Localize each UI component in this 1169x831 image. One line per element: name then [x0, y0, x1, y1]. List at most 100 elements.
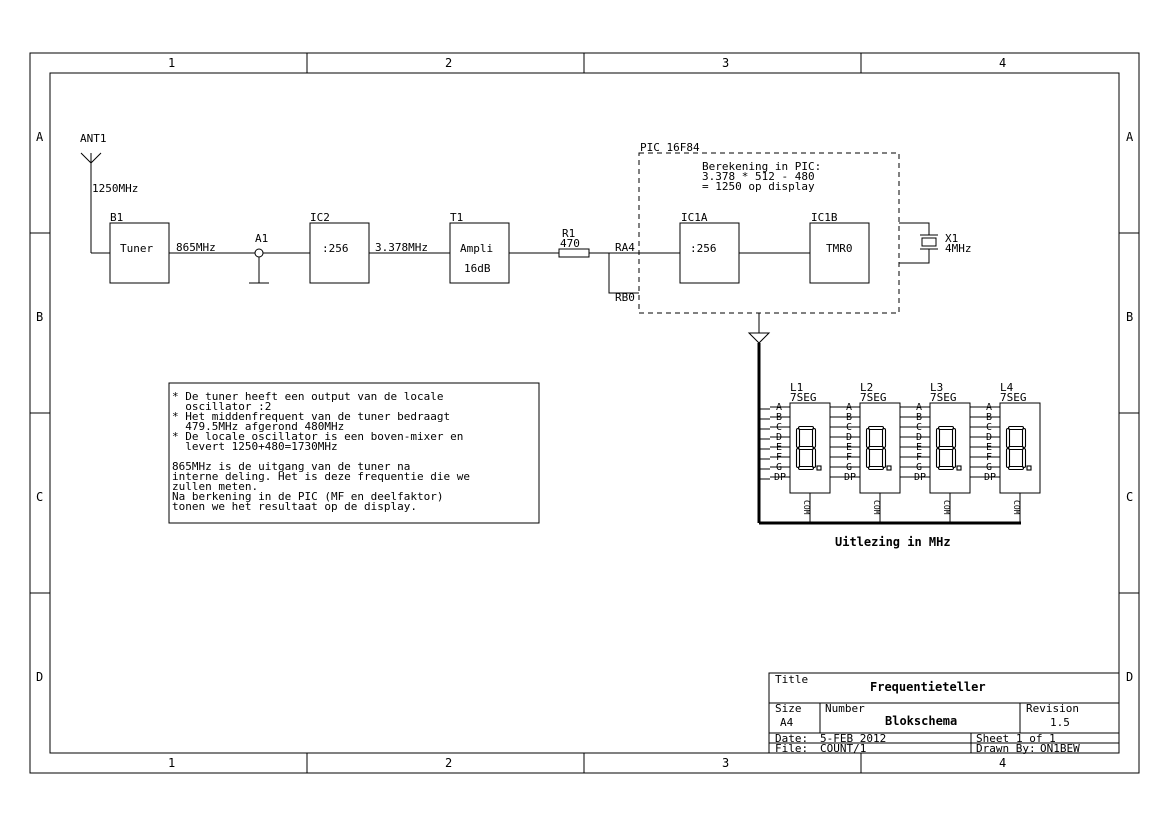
revision-value: 1.5 [1050, 716, 1070, 729]
display-body [789, 402, 831, 494]
col-label-bottom-1: 1 [168, 756, 175, 770]
tuner-ref: B1 [110, 211, 123, 224]
size-label: Size [775, 702, 802, 715]
pic-title: PIC 16F84 [640, 141, 700, 154]
title-label: Title [775, 673, 808, 686]
segment-pin-label: DP [774, 472, 786, 483]
decimal-point [816, 465, 822, 471]
segment-pin-label: A [776, 402, 782, 413]
decimal-point [1026, 465, 1032, 471]
segment-pin-label: DP [984, 472, 996, 483]
segment-pin-label: F [916, 452, 922, 463]
segment-pin-label: E [986, 442, 992, 453]
digit-glyph [1005, 425, 1032, 471]
antenna-ref: ANT1 [80, 132, 107, 145]
divider-ref: IC2 [310, 211, 330, 224]
com-pin-label: COM [942, 500, 951, 515]
decimal-point [886, 465, 892, 471]
crystal-symbol [899, 222, 938, 264]
col-label-bottom-2: 2 [445, 756, 452, 770]
row-label-right-c: C [1126, 490, 1133, 504]
antenna-symbol [80, 152, 110, 254]
row-label-left-c: C [36, 490, 43, 504]
display-ref: L4 [1000, 381, 1014, 394]
timer-label: TMR0 [826, 242, 853, 255]
row-label-right-b: B [1126, 310, 1133, 324]
segment-pin-label: G [986, 462, 992, 473]
segment-pin-label: C [846, 422, 852, 433]
segment-pin-label: E [776, 442, 782, 453]
timer-block [809, 222, 870, 284]
display-ref: L1 [790, 381, 803, 394]
segment-pin-label: C [776, 422, 782, 433]
data-bus [747, 313, 1021, 525]
display-ref: L3 [930, 381, 943, 394]
display-type: 7SEG [930, 391, 957, 404]
note-line: oscillator :2 [172, 400, 271, 413]
note-line: Na berkening in de PIC (MF en deelfaktor… [172, 490, 444, 503]
title-value: Frequentieteller [870, 680, 986, 694]
segment-pin-label: G [916, 462, 922, 473]
resistor-value: 470 [560, 237, 580, 250]
digit-segment [867, 445, 885, 451]
prescaler-ref: IC1A [681, 211, 708, 224]
segment-pin-label: C [986, 422, 992, 433]
revision-label: Revision [1026, 702, 1079, 715]
segment-pin-label: B [846, 412, 852, 423]
timer-ref: IC1B [811, 211, 838, 224]
display-type: 7SEG [1000, 391, 1027, 404]
resistor-ref: R1 [562, 227, 575, 240]
segment-pin-label: D [776, 432, 782, 443]
note-line: * De tuner heeft een output van de local… [172, 390, 444, 403]
file-value: COUNT/1 [820, 742, 866, 755]
zone-dividers [30, 53, 1139, 773]
decimal-point [956, 465, 962, 471]
segment-pin-label: F [776, 452, 782, 463]
number-label: Number [825, 702, 865, 715]
crystal-ref: X1 [945, 232, 958, 245]
prescaler-label: :256 [690, 242, 717, 255]
note-line: tonen we het resultaat op de display. [172, 500, 417, 513]
date-label: Date: [775, 732, 808, 745]
segment-pin-label: F [986, 452, 992, 463]
resistor-symbol [558, 248, 590, 258]
probe-ref: A1 [255, 232, 268, 245]
crystal-freq: 4MHz [945, 242, 972, 255]
tuner-label: Tuner [120, 242, 153, 255]
segment-pin-label: D [986, 432, 992, 443]
note-line: 865MHz is de uitgang van de tuner na [172, 460, 410, 473]
note-line: * De locale oscillator is een boven-mixe… [172, 430, 463, 443]
divider-label: :256 [322, 242, 349, 255]
pic-calc-line-2: 3.378 * 512 - 480 [702, 170, 815, 183]
note-line: * Het middenfrequent van de tuner bedraa… [172, 410, 450, 423]
notes-box [168, 382, 540, 524]
pic-calc-line-3: = 1250 op display [702, 180, 815, 193]
note-line: 479.5MHz afgerond 480MHz [172, 420, 344, 433]
date-value: 5-FEB 2012 [820, 732, 886, 745]
note-line: interne deling. Het is deze frequentie d… [172, 470, 470, 483]
readout-caption: Uitlezing in MHz [835, 535, 951, 549]
note-line: zullen meten. [172, 480, 258, 493]
digit-glyph [795, 425, 822, 471]
row-label-left-d: D [36, 670, 43, 684]
pin-rb0: RB0 [615, 291, 635, 304]
divider-block [309, 222, 370, 284]
drawn-value: ON1BEW [1040, 742, 1080, 755]
col-label-top-4: 4 [999, 56, 1006, 70]
segment-pin-label: B [986, 412, 992, 423]
row-label-left-a: A [36, 130, 44, 144]
title-block [768, 672, 1120, 754]
segment-pin-label: D [846, 432, 852, 443]
display-type: 7SEG [860, 391, 887, 404]
antenna-freq: 1250MHz [92, 182, 138, 195]
segment-pin-label: G [846, 462, 852, 473]
segment-pin-label: A [846, 402, 852, 413]
file-label: File: [775, 742, 808, 755]
row-label-left-b: B [36, 310, 43, 324]
drawn-label: Drawn By: [976, 742, 1036, 755]
